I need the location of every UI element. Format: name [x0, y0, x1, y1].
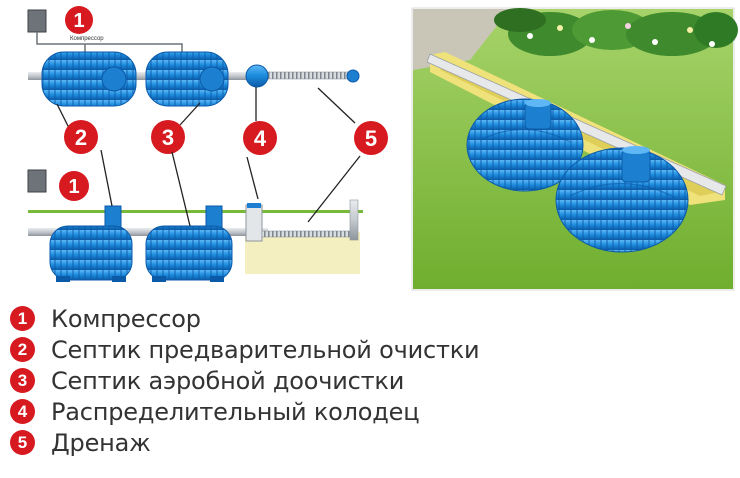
aerobic-tank-section [145, 205, 233, 282]
leader-lines [56, 87, 356, 131]
aerobic-tank-plan [145, 51, 229, 107]
legend-label: Распределительный колодец [51, 397, 420, 426]
legend-badge: 5 [10, 430, 35, 455]
legend-badge: 2 [10, 337, 35, 362]
legend-badge: 4 [10, 399, 35, 424]
legend-badge: 1 [10, 306, 35, 331]
legend-label: Септик аэробной доочистки [51, 366, 405, 395]
plan-view: Компрессор 1 [27, 6, 388, 155]
distribution-well-plan [245, 64, 269, 88]
installation-illustration [411, 7, 738, 291]
svg-text:5: 5 [365, 126, 377, 151]
svg-text:4: 4 [254, 126, 267, 151]
svg-text:2: 2 [75, 125, 87, 150]
leader-lines-section [100, 149, 361, 227]
marker-1-top: 1 [65, 6, 93, 34]
legend-item-2: 2 Септик предварительной очистки [10, 334, 480, 365]
flower-bushes [494, 8, 738, 56]
compressor-box [27, 9, 47, 33]
legend-label: Септик предварительной очистки [51, 335, 480, 364]
vent-riser [349, 199, 359, 241]
marker-3: 3 [151, 120, 185, 154]
marker-2: 2 [64, 120, 98, 154]
compressor-label: Компрессор [70, 36, 104, 42]
pretreatment-tank-plan [41, 51, 137, 107]
section-view: 1 [27, 149, 363, 282]
drain-pipe [264, 71, 352, 80]
compressor-box-section [27, 169, 47, 193]
marker-4: 4 [243, 121, 277, 155]
legend-label: Дренаж [51, 428, 151, 457]
drain-pipe-section [261, 230, 353, 238]
legend-badge: 3 [10, 368, 35, 393]
distribution-well-section [245, 203, 263, 242]
illustration-tank-2 [555, 146, 689, 253]
legend-label: Компрессор [51, 304, 201, 333]
legend-item-1: 1 Компрессор [10, 303, 479, 334]
main-pipe [28, 72, 258, 80]
section-pipe [28, 228, 268, 236]
marker-5: 5 [354, 121, 388, 155]
legend-item-3: 3 Септик аэробной доочистки [10, 365, 479, 396]
svg-text:3: 3 [162, 125, 174, 150]
ground-line [28, 210, 363, 213]
septic-system-diagram: Компрессор 1 [27, 6, 738, 291]
svg-text:1: 1 [68, 176, 79, 198]
legend-item-4: 4 Распределительный колодец [10, 396, 479, 427]
legend-item-5: 5 Дренаж [10, 427, 479, 458]
svg-text:1: 1 [73, 10, 84, 32]
drain-end-plan [346, 69, 360, 83]
illustration-tank-1 [466, 98, 584, 192]
pretreatment-tank-section [49, 205, 133, 282]
air-line [36, 32, 183, 52]
soil-fill [245, 232, 360, 274]
legend: 1 Компрессор 2 Септик предварительной оч… [10, 303, 480, 458]
marker-1-bottom: 1 [59, 171, 89, 201]
